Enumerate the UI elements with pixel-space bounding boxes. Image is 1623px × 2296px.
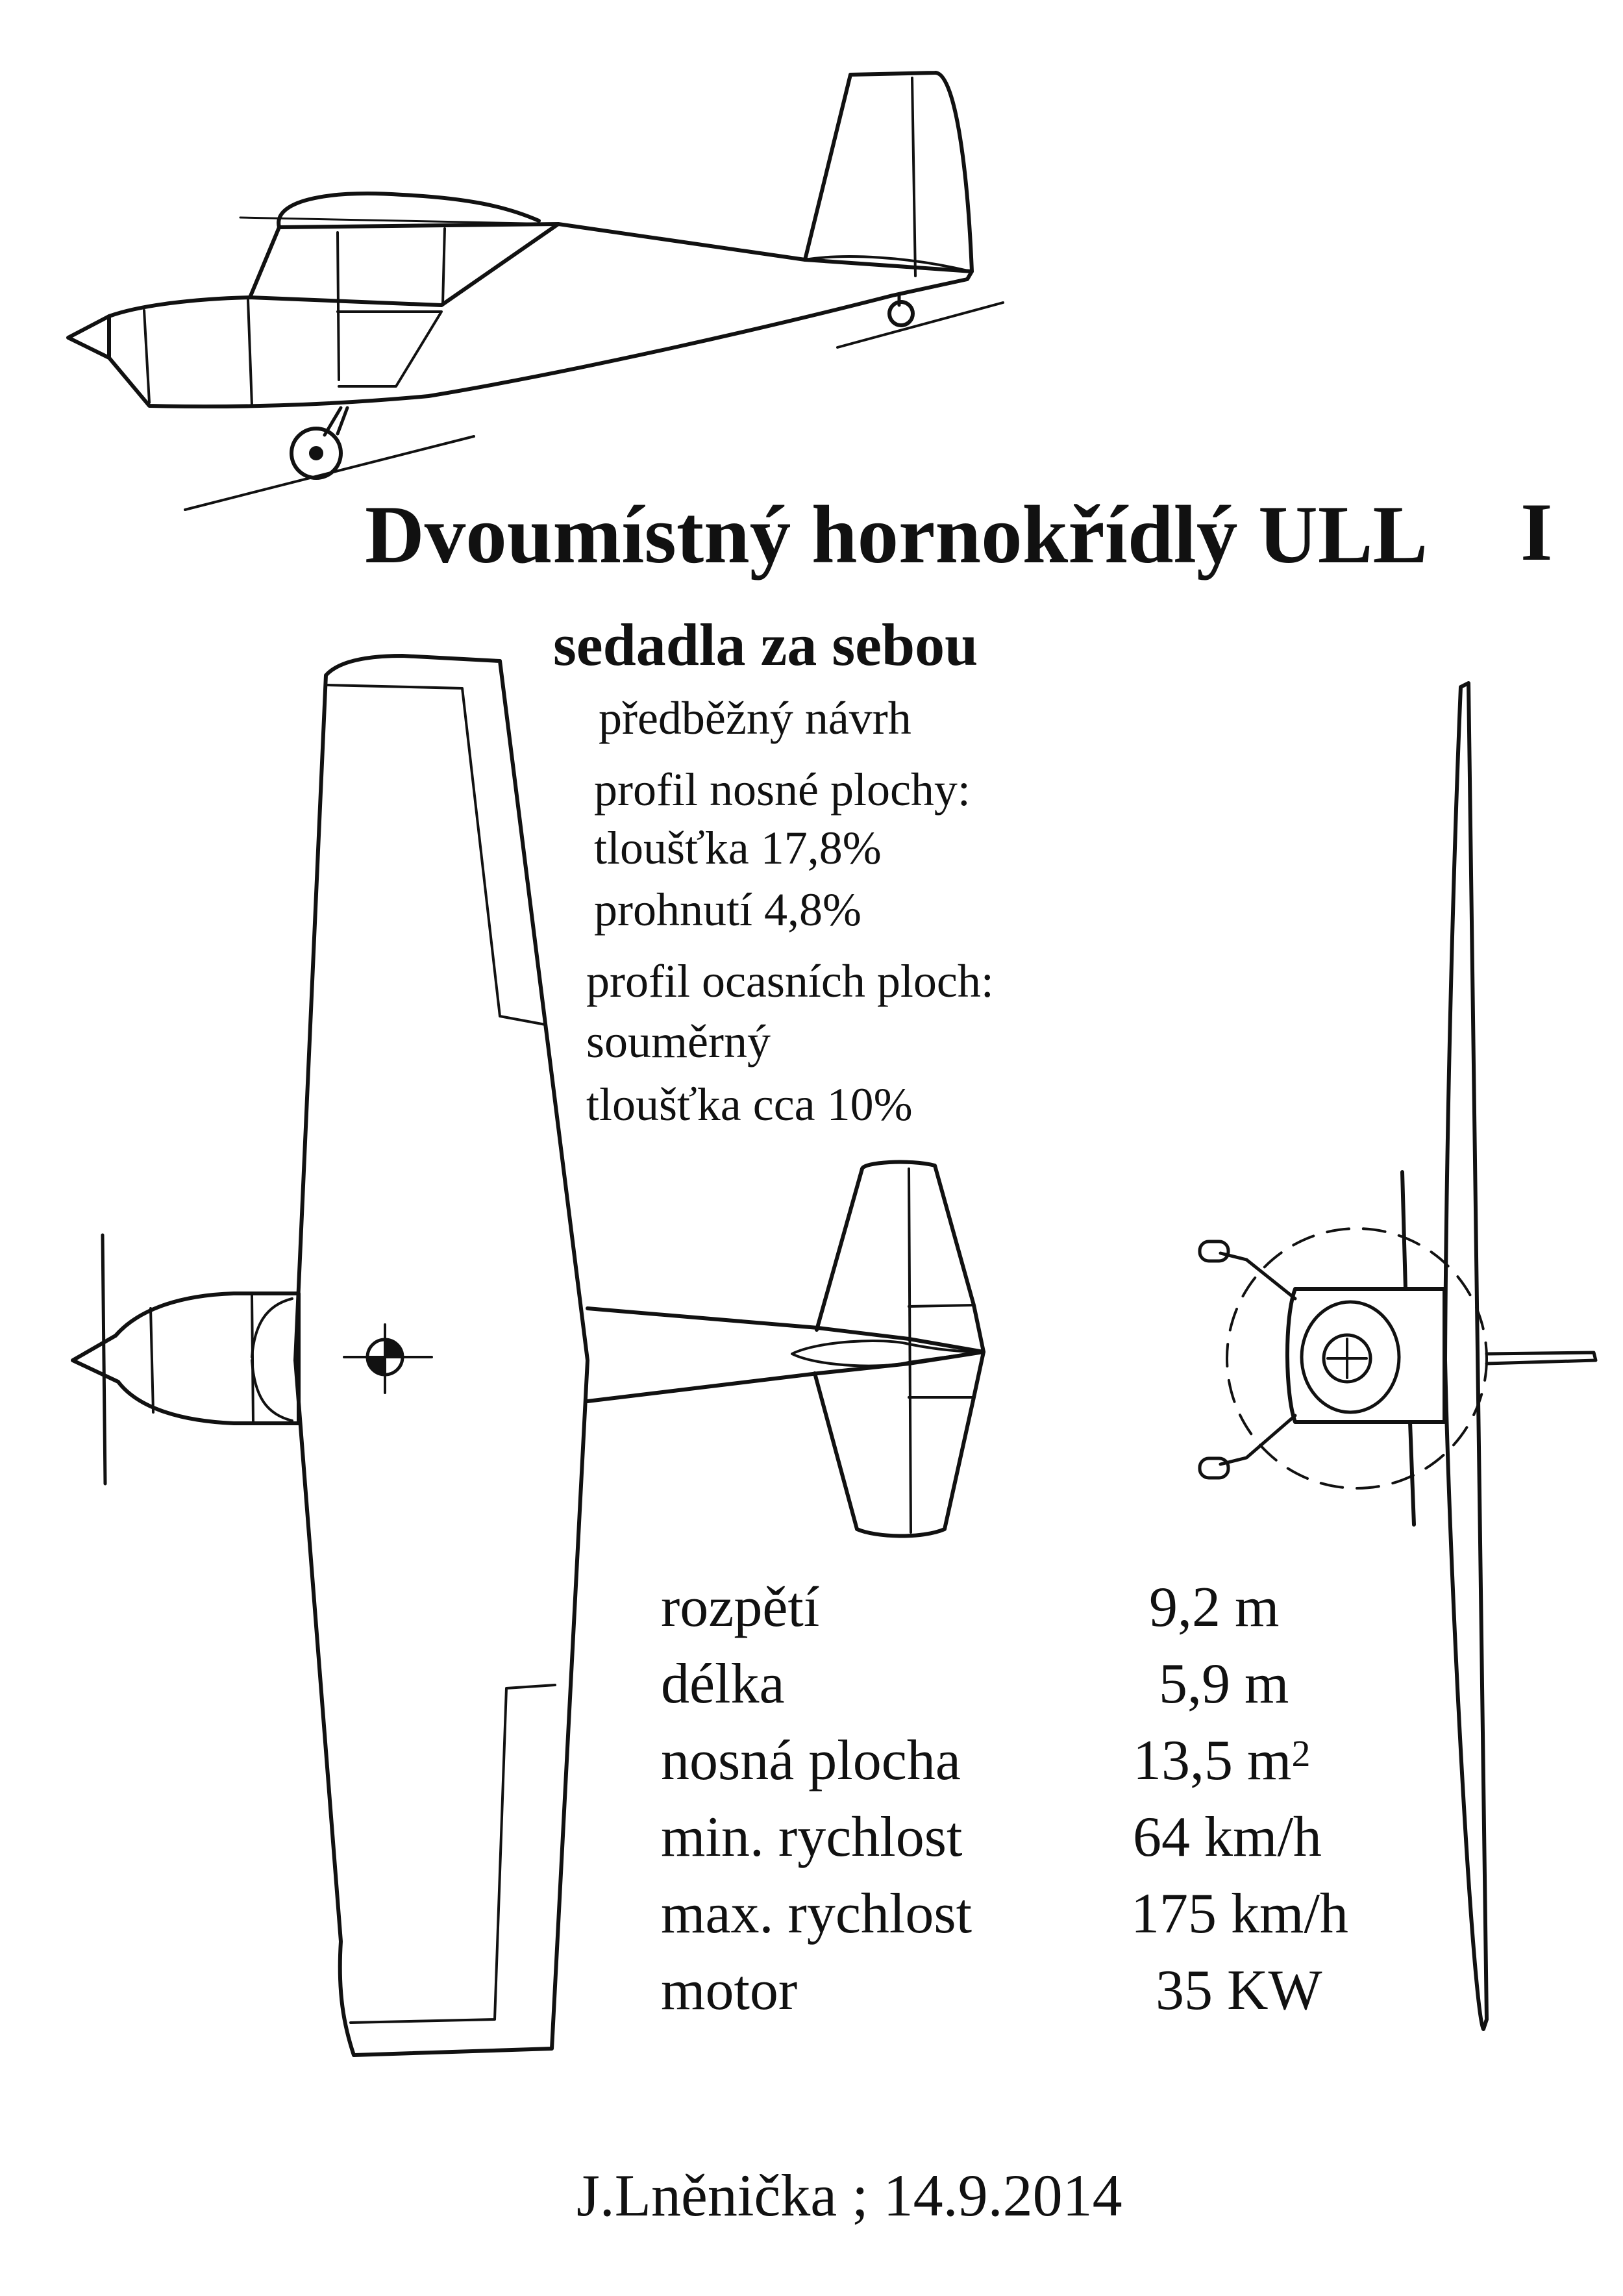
spec-label: délka — [661, 1653, 785, 1716]
note-wing-camber: prohnutí 4,8% — [594, 884, 861, 936]
subtitle: sedadla za sebou — [553, 612, 978, 678]
spec-label: rozpětí — [661, 1576, 820, 1639]
side-view — [66, 71, 1004, 511]
author-signature-date: J.Lněnička ; 14.9.2014 — [576, 2162, 1122, 2228]
spec-value-exponent: 2 — [1291, 1732, 1311, 1775]
note-wing-thickness: tloušťka 17,8% — [594, 822, 882, 874]
spec-value: 35 KW — [1156, 1959, 1322, 2022]
page-title: Dvoumístný hornokřídlý ULL — [365, 490, 1428, 580]
sheet-number: I — [1520, 487, 1553, 578]
note-wing-profile-heading: profil nosné plochy: — [594, 764, 971, 816]
note-tail-profile-heading: profil ocasních ploch: — [586, 955, 994, 1007]
spec-value: 9,2 m — [1149, 1576, 1280, 1639]
spec-label: motor — [661, 1959, 798, 2022]
note-tail-thickness: tloušťka cca 10% — [586, 1079, 913, 1130]
spec-value: 5,9 m — [1159, 1653, 1289, 1716]
spec-value-text: 13,5 m — [1133, 1729, 1292, 1792]
spec-label: max. rychlost — [661, 1882, 973, 1945]
spec-label: nosná plocha — [661, 1729, 961, 1792]
spec-value: 64 km/h — [1133, 1806, 1322, 1869]
spec-value: 13,5 m2 — [1133, 1732, 1310, 1790]
front-view — [1198, 681, 1598, 2031]
spec-label: min. rychlost — [661, 1806, 963, 1869]
note-tail-symmetric: souměrný — [586, 1016, 771, 1067]
top-view — [71, 654, 985, 2057]
spec-value: 175 km/h — [1131, 1882, 1348, 1945]
note-draft: předběžný návrh — [599, 692, 911, 744]
